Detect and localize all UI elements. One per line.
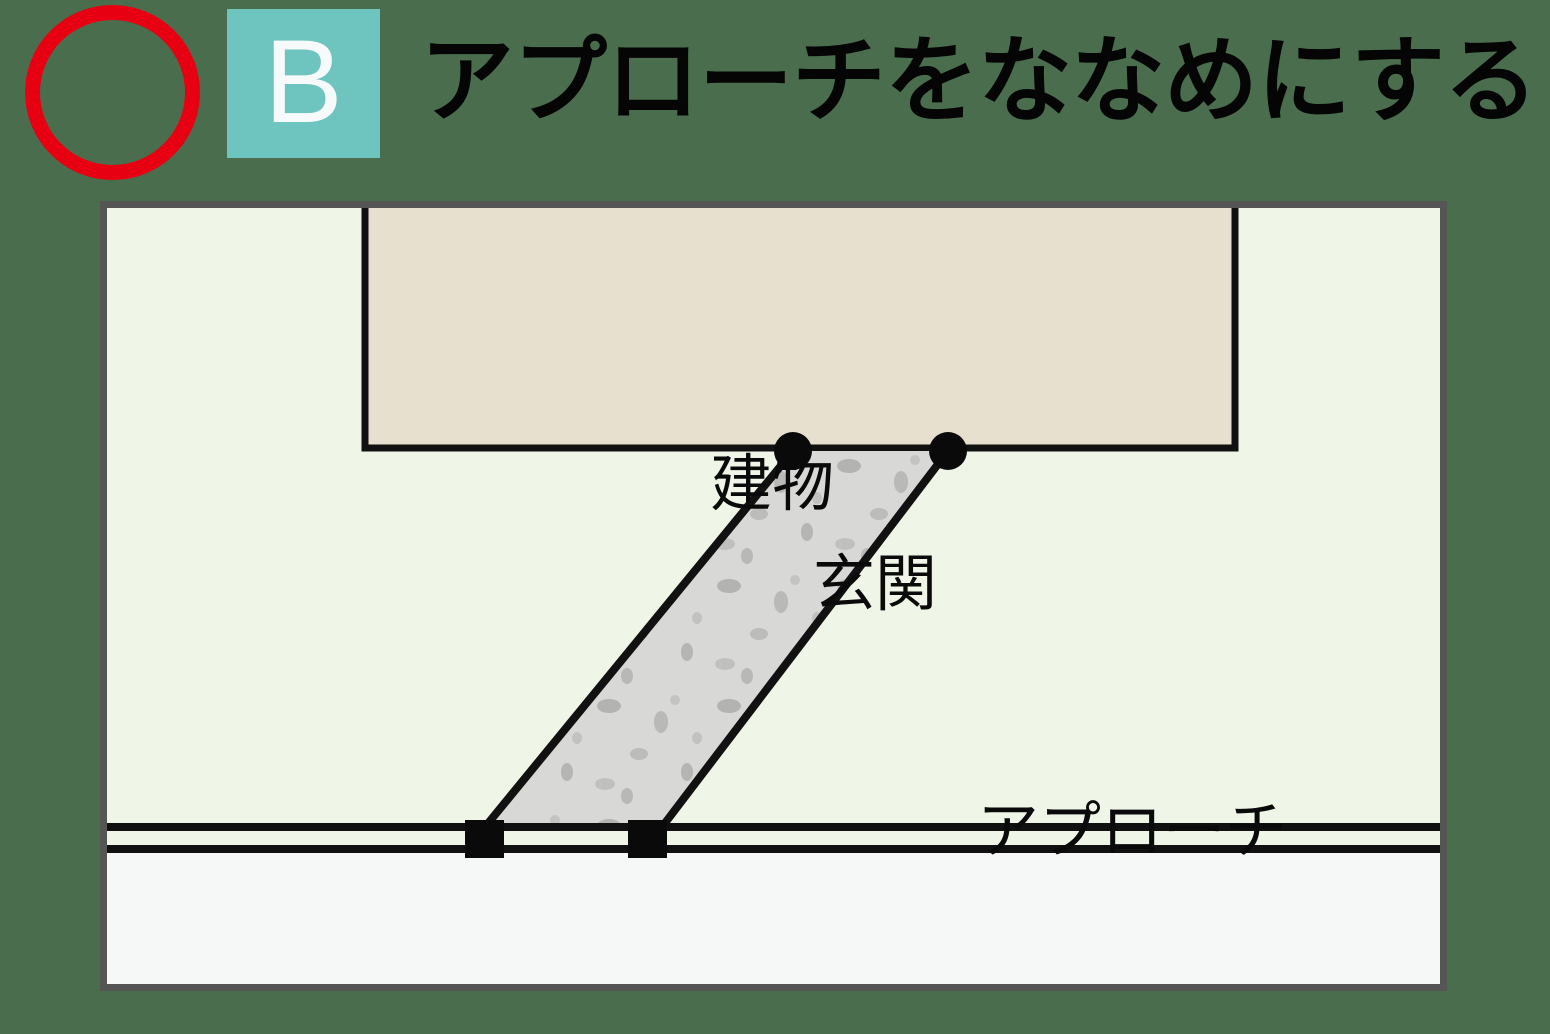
entrance-dot-right-icon [929,432,967,470]
approach-edge-right [658,448,952,830]
building-block [365,208,1235,448]
page-title: アプローチをななめにする [420,27,1538,136]
site-plan-svg [107,208,1440,984]
approach-edge-left [481,448,797,830]
header-banner: B アプローチをななめにする [0,0,1550,190]
road-line-lower [107,845,1440,853]
ok-circle-ring [25,5,200,180]
ok-circle-icon [25,5,200,180]
approach-path [485,451,948,827]
option-badge-letter: B [264,16,343,148]
road-line-upper [107,823,1440,831]
site-plan-diagram: 建物 玄関 アプローチ 門 道路 [100,201,1447,991]
entrance-dot-left-icon [774,432,812,470]
label-building: 建物 [710,447,835,520]
road-surface [107,848,1440,984]
option-badge-b: B [227,9,380,158]
label-approach: アプローチ [977,794,1288,867]
label-entrance: 玄関 [813,547,938,620]
gate-post-left-icon [465,820,504,858]
gate-post-right-icon [628,820,667,858]
